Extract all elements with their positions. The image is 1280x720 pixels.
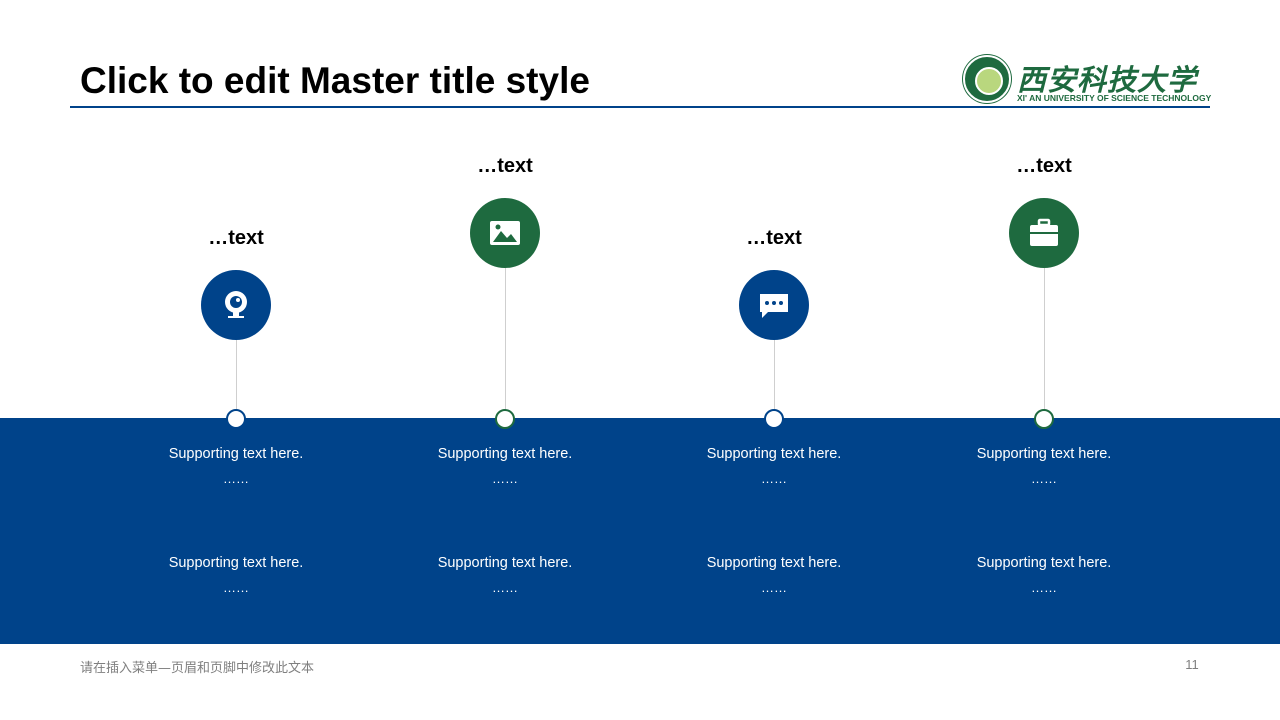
timeline-item-4: …text Supporting text here. …… Supportin… xyxy=(944,0,1144,720)
ellipsis-text: …… xyxy=(1031,580,1057,595)
logo-english-name: XI' AN UNIVERSITY OF SCIENCE TECHNOLOGY xyxy=(1017,93,1212,103)
ellipsis-text: …… xyxy=(761,471,787,486)
supporting-text[interactable]: Supporting text here. xyxy=(437,555,573,571)
university-seal-icon xyxy=(963,55,1011,103)
page-number: 11 xyxy=(1185,657,1199,672)
footer-text[interactable]: 请在插入菜单—页眉和页脚中修改此文本 xyxy=(80,661,315,676)
chat-bubble-icon xyxy=(760,294,788,318)
blue-band xyxy=(0,418,1280,644)
supporting-text[interactable]: Supporting text here. xyxy=(437,446,573,462)
connector-line xyxy=(1043,268,1045,410)
item-label[interactable]: …text xyxy=(477,155,533,177)
timeline-node xyxy=(226,409,246,429)
ellipsis-text: …… xyxy=(1031,471,1057,486)
item-label[interactable]: …text xyxy=(1016,155,1072,177)
connector-line xyxy=(235,340,237,410)
supporting-text[interactable]: Supporting text here. xyxy=(976,555,1112,571)
supporting-text[interactable]: Supporting text here. xyxy=(976,446,1112,462)
briefcase-icon xyxy=(1030,218,1058,246)
ellipsis-text: …… xyxy=(761,580,787,595)
timeline-node xyxy=(764,409,784,429)
ellipsis-text: …… xyxy=(492,471,518,486)
supporting-text[interactable]: Supporting text here. xyxy=(706,446,842,462)
connector-line xyxy=(504,268,506,410)
icon-circle xyxy=(739,270,809,340)
item-label[interactable]: …text xyxy=(746,227,802,249)
university-logo: 西安科技大学 XI' AN UNIVERSITY OF SCIENCE TECH… xyxy=(963,55,1213,105)
icon-circle xyxy=(1009,198,1079,268)
connector-line xyxy=(773,340,775,410)
icon-circle xyxy=(201,270,271,340)
image-icon xyxy=(490,221,520,245)
supporting-text[interactable]: Supporting text here. xyxy=(168,555,304,571)
slide-title[interactable]: Click to edit Master title style xyxy=(80,60,590,101)
item-label[interactable]: …text xyxy=(208,227,264,249)
supporting-text[interactable]: Supporting text here. xyxy=(706,555,842,571)
webcam-icon xyxy=(225,291,247,318)
logo-chinese-name: 西安科技大学 xyxy=(1017,63,1198,97)
supporting-text[interactable]: Supporting text here. xyxy=(168,446,304,462)
timeline-item-2: …text Supporting text here. …… Supportin… xyxy=(405,0,605,720)
icon-circle xyxy=(470,198,540,268)
ellipsis-text: …… xyxy=(223,471,249,486)
timeline-node xyxy=(1034,409,1054,429)
title-underline xyxy=(70,106,1210,108)
timeline-item-3: …text Supporting text here. …… Supportin… xyxy=(674,0,874,720)
ellipsis-text: …… xyxy=(492,580,518,595)
timeline-node xyxy=(495,409,515,429)
ellipsis-text: …… xyxy=(223,580,249,595)
timeline-item-1: …text Supporting text here. …… Supportin… xyxy=(136,0,336,720)
